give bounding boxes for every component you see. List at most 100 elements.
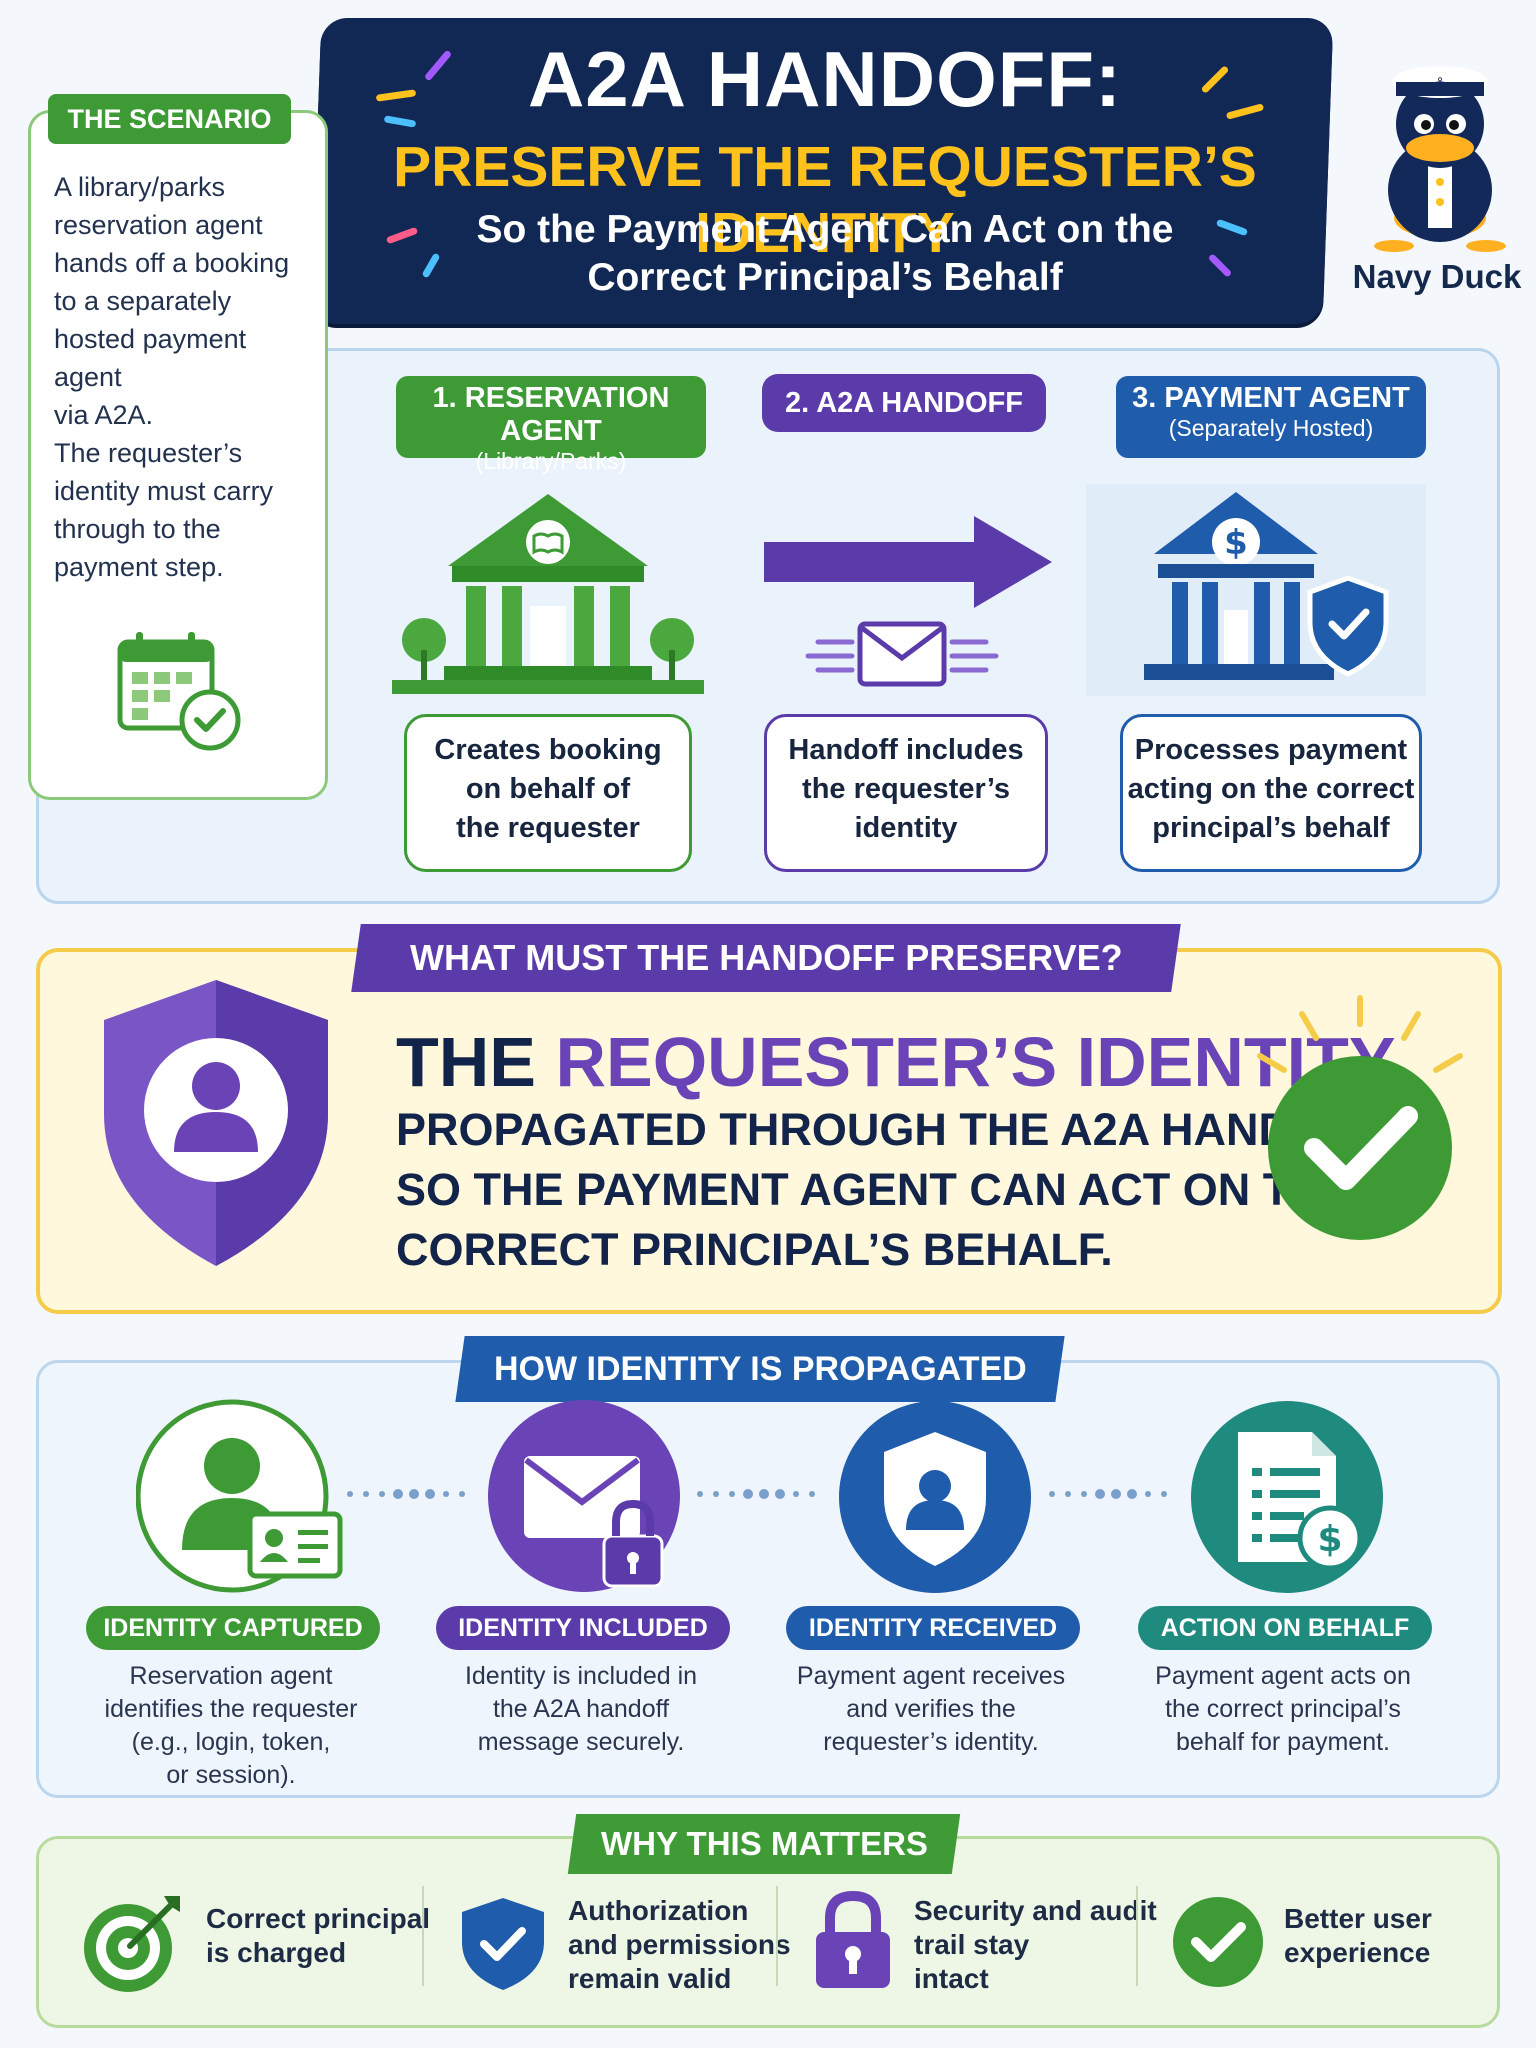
why-item-line: experience bbox=[1284, 1937, 1431, 1968]
stage-desc-line: identifies the requester bbox=[104, 1695, 358, 1723]
padlock-icon bbox=[816, 1890, 890, 1988]
shield-check-icon bbox=[462, 1898, 544, 1990]
stage-desc-line: and verifies the bbox=[846, 1695, 1016, 1723]
step-payment-desc: Processes payment acting on the correct … bbox=[1120, 714, 1422, 872]
why-item-line: trail stay bbox=[914, 1929, 1030, 1960]
step-desc-line: Processes payment bbox=[1134, 734, 1408, 766]
stage-identity-captured-label: IDENTITY CAPTURED bbox=[86, 1606, 380, 1650]
stage-desc-line: Identity is included in bbox=[464, 1662, 698, 1690]
svg-text:$: $ bbox=[1317, 1519, 1342, 1560]
step-subtitle: (Library/Parks) bbox=[475, 448, 627, 474]
step-desc-line: identity bbox=[854, 812, 958, 844]
preserve-line: PROPAGATED THROUGH THE A2A HANDOFF bbox=[396, 1104, 1381, 1155]
page-tagline: So the Payment Agent Can Act on the Corr… bbox=[430, 206, 1220, 302]
step-desc-line: Creates booking bbox=[434, 734, 662, 766]
step-subtitle: (Separately Hosted) bbox=[1168, 415, 1374, 441]
preserve-section-tag: WHAT MUST THE HANDOFF PRESERVE? bbox=[351, 924, 1181, 992]
scenario-line: hands off a booking bbox=[54, 248, 290, 278]
why-item-line: remain valid bbox=[568, 1963, 732, 1994]
why-item-line: and permissions bbox=[568, 1929, 791, 1960]
envelope-lock-icon bbox=[488, 1400, 680, 1592]
step-title: 1. RESERVATION AGENT bbox=[432, 382, 670, 447]
propagation-tag-label: HOW IDENTITY IS PROPAGATED bbox=[493, 1350, 1027, 1388]
propagation-section-tag: HOW IDENTITY IS PROPAGATED bbox=[455, 1336, 1065, 1402]
stage-action-on-behalf-label: ACTION ON BEHALF bbox=[1138, 1606, 1432, 1650]
preserve-line: CORRECT PRINCIPAL’S BEHALF. bbox=[396, 1224, 1113, 1275]
step-desc-line: principal’s behalf bbox=[1152, 812, 1390, 844]
step-payment-agent-tag: 3. PAYMENT AGENT (Separately Hosted) bbox=[1116, 376, 1426, 458]
scenario-line: through to the bbox=[54, 514, 221, 544]
scenario-paragraph: The requester’s identity must carry thro… bbox=[54, 434, 316, 586]
target-icon bbox=[84, 1896, 180, 1992]
stage-identity-received-label: IDENTITY RECEIVED bbox=[786, 1606, 1080, 1650]
why-item-security: Security and audit trail stay intact bbox=[914, 1894, 1157, 1996]
calendar-check-icon bbox=[117, 632, 241, 751]
stage-identity-received-desc: Payment agent receives and verifies the … bbox=[776, 1660, 1086, 1759]
why-section-tag: WHY THIS MATTERS bbox=[567, 1814, 961, 1874]
step-title: 2. A2A HANDOFF bbox=[785, 387, 1023, 419]
stage-identity-included-desc: Identity is included in the A2A handoff … bbox=[426, 1660, 736, 1759]
why-divider bbox=[776, 1886, 778, 1986]
why-divider bbox=[422, 1886, 424, 1986]
scenario-line: The requester’s bbox=[54, 438, 243, 468]
preserve-tag-label: WHAT MUST THE HANDOFF PRESERVE? bbox=[409, 937, 1123, 978]
why-item-user-experience: Better user experience bbox=[1284, 1902, 1432, 1970]
mascot-label: Navy Duck bbox=[1352, 258, 1522, 295]
step-reservation-desc: Creates booking on behalf of the request… bbox=[404, 714, 692, 872]
tagline-line: So the Payment Agent Can Act on the bbox=[476, 208, 1174, 251]
scenario-line: reservation agent bbox=[54, 210, 263, 240]
step-a2a-handoff-tag: 2. A2A HANDOFF bbox=[762, 374, 1046, 432]
stage-desc-line: Payment agent receives bbox=[796, 1662, 1066, 1690]
scenario-tag: THE SCENARIO bbox=[48, 94, 291, 144]
why-item-line: Security and audit bbox=[914, 1895, 1157, 1926]
page-subtitle: PRESERVE THE REQUESTER’S IDENTITY bbox=[393, 135, 1257, 265]
scenario-line: via A2A. bbox=[54, 400, 154, 430]
scenario-line: to a separately bbox=[54, 286, 232, 316]
identity-shield-icon bbox=[104, 980, 328, 1266]
scenario-line: payment step. bbox=[54, 552, 224, 582]
scenario-paragraph: A library/parks reservation agent hands … bbox=[54, 168, 316, 434]
stage-identity-captured-desc: Reservation agent identifies the request… bbox=[76, 1660, 386, 1792]
why-item-line: is charged bbox=[206, 1937, 347, 1968]
stage-desc-line: message securely. bbox=[477, 1728, 685, 1756]
stage-desc-line: or session). bbox=[166, 1761, 296, 1789]
stage-identity-included-label: IDENTITY INCLUDED bbox=[436, 1606, 730, 1650]
preserve-line: SO THE PAYMENT AGENT CAN ACT ON THE bbox=[396, 1164, 1353, 1215]
step-reservation-agent-tag: 1. RESERVATION AGENT (Library/Parks) bbox=[396, 376, 706, 474]
tagline-line: Correct Principal’s Behalf bbox=[587, 256, 1063, 299]
stage-desc-line: the A2A handoff bbox=[492, 1695, 670, 1723]
why-item-authorization: Authorization and permissions remain val… bbox=[568, 1894, 791, 1996]
connector-dots bbox=[1049, 1489, 1167, 1499]
step-title: 3. PAYMENT AGENT bbox=[1132, 382, 1410, 414]
navy-duck-mascot-icon: ⚓ bbox=[1374, 66, 1506, 252]
why-item-correct-principal: Correct principal is charged bbox=[206, 1902, 430, 1970]
preserve-headline: THE REQUESTER’S IDENTITY, bbox=[396, 1022, 1407, 1102]
step-desc-line: the requester bbox=[456, 812, 640, 844]
step-handoff-desc: Handoff includes the requester’s identit… bbox=[764, 714, 1048, 872]
step-desc-line: acting on the correct bbox=[1127, 773, 1415, 805]
preserve-headline-prefix: THE bbox=[396, 1023, 556, 1101]
check-circle-icon bbox=[1257, 995, 1463, 1240]
page-title: A2A HANDOFF: bbox=[527, 35, 1123, 123]
step-desc-line: on behalf of bbox=[465, 773, 631, 805]
user-id-card-icon bbox=[136, 1399, 343, 1593]
check-circle-icon bbox=[1173, 1897, 1263, 1987]
why-item-line: Authorization bbox=[568, 1895, 749, 1926]
svg-text:⚓: ⚓ bbox=[1433, 74, 1447, 93]
scenario-line: identity must carry bbox=[54, 476, 274, 506]
stage-desc-line: Reservation agent bbox=[129, 1662, 333, 1690]
step-desc-line: the requester’s bbox=[802, 773, 1010, 805]
stage-desc-line: requester’s identity. bbox=[823, 1728, 1039, 1756]
library-building-icon bbox=[392, 494, 704, 694]
stage-desc-line: (e.g., login, token, bbox=[131, 1728, 331, 1756]
why-divider bbox=[1136, 1886, 1138, 1986]
scenario-line: A library/parks bbox=[54, 172, 226, 202]
why-item-line: Better user bbox=[1284, 1903, 1432, 1934]
document-payment-icon: $ bbox=[1191, 1401, 1383, 1593]
why-item-line: Correct principal bbox=[206, 1903, 431, 1934]
connector-dots bbox=[697, 1489, 815, 1499]
why-tag-label: WHY THIS MATTERS bbox=[600, 1825, 928, 1862]
user-shield-icon bbox=[839, 1401, 1031, 1593]
step-desc-line: Handoff includes bbox=[788, 734, 1024, 766]
stage-desc-line: Payment agent acts on bbox=[1155, 1662, 1411, 1690]
